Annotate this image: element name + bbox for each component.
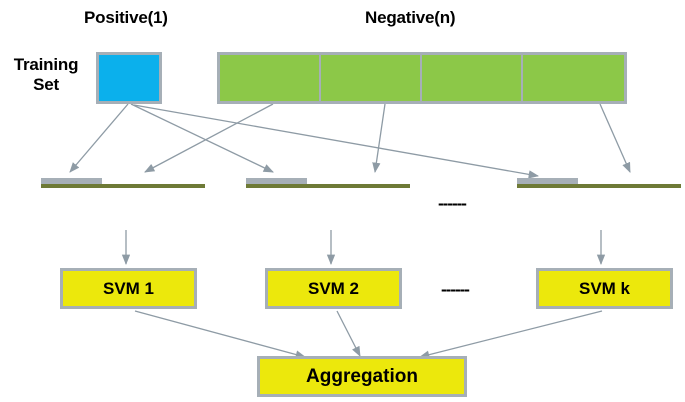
- negative-bar[interactable]: [217, 52, 627, 104]
- negative-segment-2[interactable]: [321, 55, 422, 101]
- subset-1-positive-part[interactable]: [41, 178, 102, 184]
- classifier-ellipsis: ------: [441, 280, 470, 299]
- subset-1[interactable]: [41, 178, 205, 229]
- arrow-positive-to-subset-1: [69, 103, 129, 173]
- subset-k[interactable]: [517, 178, 681, 229]
- arrow-negative-to-subset-1: [144, 103, 274, 173]
- subset-2-positive-part[interactable]: [246, 178, 307, 184]
- svm-2-box[interactable]: SVM 2: [265, 268, 402, 309]
- svm-2-label: SVM 2: [307, 278, 360, 298]
- subset-k-positive-part[interactable]: [517, 178, 578, 184]
- training-set-label-line-1: Training: [13, 55, 79, 74]
- training-set-label: Training Set: [0, 55, 92, 95]
- negative-segment-3[interactable]: [422, 55, 523, 101]
- subset-1-negative-part[interactable]: [41, 184, 205, 188]
- arrow-positive-to-subset-k: [133, 104, 540, 179]
- negative-segment-1[interactable]: [220, 55, 321, 101]
- svm-k-label: SVM k: [578, 278, 631, 298]
- training-set-label-line-2: Set: [33, 75, 59, 95]
- aggregation-label: Aggregation: [306, 365, 418, 387]
- subset-ellipsis: ------: [438, 194, 467, 213]
- aggregation-box[interactable]: Aggregation: [257, 356, 467, 397]
- svm-k-box[interactable]: SVM k: [536, 268, 673, 309]
- arrow-positive-to-subset-2: [130, 103, 274, 173]
- arrow-svm-2-to-aggregation: [336, 310, 361, 357]
- arrow-negative-to-subset-2: [372, 103, 386, 174]
- svm-1-box[interactable]: SVM 1: [60, 268, 197, 309]
- negative-segment-4[interactable]: [523, 55, 624, 101]
- arrow-svm-1-to-aggregation: [134, 310, 307, 359]
- subset-k-negative-part[interactable]: [517, 184, 681, 188]
- svm-1-label: SVM 1: [102, 278, 155, 298]
- positive-block[interactable]: [96, 52, 162, 104]
- subset-2-negative-part[interactable]: [246, 184, 410, 188]
- arrow-svm-k-to-aggregation: [418, 310, 603, 359]
- arrow-negative-to-subset-k: [599, 103, 631, 173]
- title-negative: Negative(n): [365, 8, 456, 27]
- title-positive: Positive(1): [84, 8, 168, 27]
- subset-2[interactable]: [246, 178, 410, 229]
